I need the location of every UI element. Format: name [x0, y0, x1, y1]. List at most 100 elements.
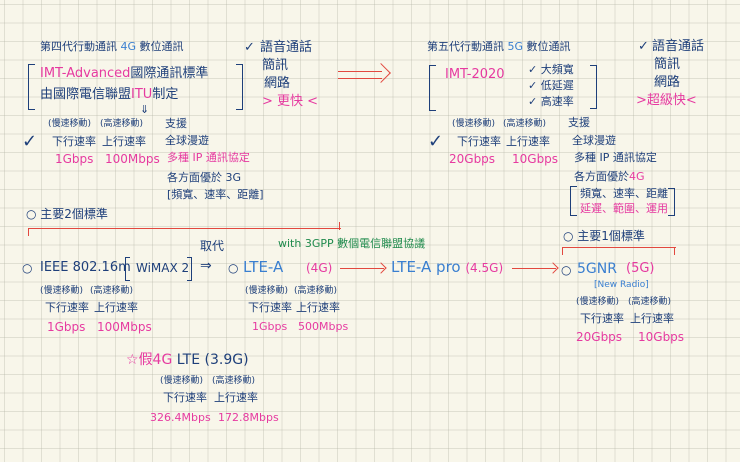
gen4-standard-name: IMT-Advanced [40, 66, 131, 81]
bullet-icon: ○ [228, 261, 239, 275]
down-value: 1Gbps [252, 320, 288, 333]
star-icon: ☆ [126, 352, 139, 368]
gen5-standard-name: IMT-2020 [445, 67, 505, 82]
down-value: 326.4Mbps [150, 411, 211, 424]
gen5-title-tag: 5G [507, 40, 524, 53]
nr-tag: (5G) [626, 261, 655, 276]
lte-a-pro-name: LTE-A pro [391, 258, 461, 276]
check-icon: ✓ [638, 39, 649, 54]
up-note: (高速移動) [212, 376, 256, 386]
down-note: (慢速移動) [452, 119, 496, 129]
standards5g-heading: ○ 主要1個標準 [563, 229, 645, 243]
up-label: 上行速率 [214, 391, 258, 404]
support-better-prefix: 各方面優於 [574, 170, 629, 183]
up-label: 上行速率 [630, 312, 674, 325]
bracket-tick-right [674, 247, 675, 255]
down-label: 下行速率 [457, 135, 501, 148]
bullet-icon: ○ [22, 261, 33, 275]
up-label: 上行速率 [296, 301, 340, 314]
up-label: 上行速率 [94, 301, 138, 314]
bracket-right [236, 64, 243, 110]
feature-voice: 語音通話 [260, 40, 313, 55]
up-value: 100Mbps [97, 320, 152, 334]
bracket-left [429, 65, 436, 111]
support-better: 各方面優於 3G [167, 171, 242, 184]
down-note: (慢速移動) [245, 286, 289, 296]
gen4-title-tag: 4G [120, 40, 137, 53]
up-note: (高速移動) [628, 297, 672, 307]
support-roaming: 全球漫遊 [165, 134, 209, 147]
down-value: 1Gbps [55, 152, 94, 166]
up-label: 上行速率 [506, 135, 550, 148]
nr-subtitle: [New Radio] [594, 280, 649, 290]
support-aspects-highlight: 延遲、範圍、運用 [580, 202, 668, 215]
lte-a-pro-tag: (4.5G) [465, 261, 504, 275]
down-note: (慢速移動) [160, 376, 204, 386]
fake4g-name: LTE [176, 352, 201, 368]
feature-internet: 網路 [264, 76, 291, 91]
support-ip: 多種 IP 通訊協定 [574, 151, 657, 164]
bracket-tick-left [562, 247, 563, 255]
up-note: (高速移動) [100, 119, 144, 129]
gen4-title-prefix: 第四代行動通訊 [40, 40, 117, 53]
fake4g-tag: 假4G [138, 352, 173, 368]
gen4-issuer: 由國際電信聯盟ITU制定 [40, 88, 178, 101]
lte-a-pro-label: LTE-A pro (4.5G) [391, 260, 503, 275]
down-note: (慢速移動) [576, 297, 620, 307]
down-note: (慢速移動) [40, 286, 84, 296]
feature-internet: 網路 [654, 75, 681, 90]
support-better: 各方面優於4G [574, 171, 645, 182]
support-title: 支援 [568, 116, 590, 129]
gen4-issuer-tag: ITU [131, 87, 153, 102]
gen4-standard-desc: 國際通訊標準 [130, 66, 209, 81]
up-note: (高速移動) [90, 286, 134, 296]
up-value: 500Mbps [298, 320, 349, 333]
replace-arrow-icon: ⇒ [200, 258, 212, 274]
bracket-left [125, 257, 130, 281]
wimax-alias: WiMAX 2 [136, 261, 190, 275]
support-aspects: [頻寬、速率、距離] [167, 188, 264, 201]
gen5-title: 第五代行動通訊 5G 數位通訊 [427, 41, 571, 52]
lte-a-name: LTE-A [243, 258, 284, 276]
bracket-right [187, 257, 192, 281]
bracket-line [29, 228, 341, 229]
support-ip: 多種 IP 通訊協定 [167, 151, 250, 164]
down-value: 20Gbps [449, 152, 496, 166]
bullet-icon: ○ [561, 263, 572, 277]
down-value: 1Gbps [47, 320, 86, 334]
support-aspects: 頻寬、速率、距離 [580, 187, 668, 200]
bracket-line [563, 247, 676, 248]
check-icon: ✓ [244, 40, 255, 55]
bracket-right [668, 188, 675, 216]
feature-faster: > 更快 < [262, 94, 319, 109]
feature-voice: 語音通話 [652, 39, 705, 54]
gen5-feature-bandwidth: ✓ 大頻寬 [528, 63, 574, 76]
bracket-tick-left [28, 228, 29, 236]
down-arrow-icon: ⇓ [140, 103, 150, 116]
up-note: (高速移動) [503, 119, 547, 129]
bracket-left [28, 64, 35, 110]
up-value: 10Gbps [512, 152, 559, 166]
gen4-standard: IMT-Advanced國際通訊標準 [40, 67, 208, 80]
standards4g-heading: ○ 主要2個標準 [26, 207, 108, 221]
down-value: 20Gbps [576, 330, 623, 344]
gen5-title-suffix: 數位通訊 [526, 40, 571, 53]
fake4g-label: ☆假4G LTE (3.9G) [126, 353, 249, 367]
arrow-right-icon [512, 268, 556, 269]
gen4-title: 第四代行動通訊 4G 數位通訊 [40, 41, 184, 52]
feature-sms: 簡訊 [654, 57, 681, 72]
bracket-right [590, 65, 597, 109]
gen5-feature-speed: ✓ 高速率 [528, 95, 574, 108]
down-label: 下行速率 [580, 312, 624, 325]
up-value: 100Mbps [105, 152, 160, 166]
lte-a-tag: (4G) [306, 261, 333, 275]
up-value: 172.8Mbps [218, 411, 279, 424]
down-note: (慢速移動) [48, 119, 92, 129]
support-title: 支援 [165, 117, 187, 130]
up-note: (高速移動) [294, 286, 338, 296]
bracket-left [570, 186, 577, 216]
feature-sms: 簡訊 [262, 58, 289, 73]
bracket-tick-right [339, 222, 340, 230]
support-roaming: 全球漫遊 [572, 134, 616, 147]
arrow-right-icon [340, 268, 384, 269]
